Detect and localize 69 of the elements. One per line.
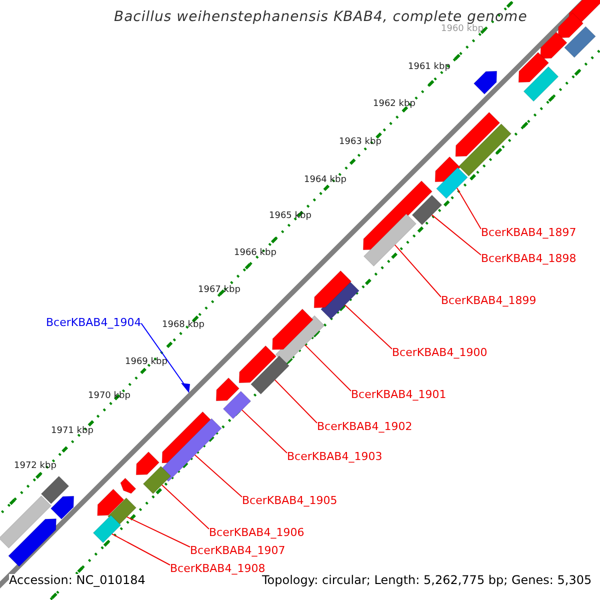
scale-label: 1965 kbp — [269, 211, 312, 222]
leader-line — [394, 244, 442, 298]
gene-label: BcerKBAB4_1905 — [242, 495, 338, 508]
scale-label: 1972 kbp — [14, 461, 56, 472]
gene-block — [8, 518, 56, 567]
gene-block — [558, 12, 584, 38]
gene-bar — [92, 514, 122, 544]
gene-bar — [222, 390, 252, 420]
gene-block — [568, 0, 600, 24]
gene-bar — [458, 124, 512, 176]
leader-line — [111, 533, 170, 566]
gene-block — [434, 156, 460, 182]
gene-block — [238, 346, 276, 384]
leader-line — [344, 304, 392, 350]
scale-label: 1968 kbp — [162, 320, 204, 330]
gene-label: BcerKBAB4_1899 — [441, 295, 536, 308]
leader-line — [126, 516, 190, 548]
leader-line — [241, 409, 288, 454]
gene-bar — [40, 476, 70, 504]
gene-label: BcerKBAB4_1907 — [190, 545, 286, 558]
scale-label: 1971 kbp — [51, 426, 94, 436]
leader-line — [304, 344, 352, 392]
gene-label: BcerKBAB4_1900 — [392, 347, 488, 360]
leader-line — [456, 187, 482, 230]
gene-label: BcerKBAB4_1903 — [287, 451, 382, 464]
leader-line — [161, 484, 210, 530]
scale-label: 1966 kbp — [234, 248, 276, 258]
gene-bar — [250, 356, 290, 394]
gene-block — [216, 378, 240, 402]
gene-bar — [142, 466, 172, 494]
gene-block — [540, 32, 568, 59]
scale-label: 1964 kbp — [304, 175, 346, 186]
gene-label: BcerKBAB4_1898 — [481, 253, 576, 266]
gene-marker — [181, 383, 190, 393]
gene-block — [455, 112, 500, 157]
gene-block — [314, 270, 352, 308]
gene-label: BcerKBAB4_1906 — [209, 527, 304, 540]
gene-block — [136, 452, 160, 476]
scale-label: 1961 kbp — [408, 62, 450, 72]
gene-block — [474, 70, 498, 94]
gene-label: BcerKBAB4_1908 — [170, 563, 266, 576]
gene-bar — [523, 66, 559, 102]
gene-label: BcerKBAB4_1901 — [351, 389, 446, 402]
gene-block — [362, 180, 432, 250]
diagram-title: Bacillus weihenstephanensis KBAB4, complete genome — [114, 9, 528, 25]
leader-line — [274, 379, 318, 424]
gene-block — [518, 52, 549, 83]
gene-label: BcerKBAB4_1897 — [481, 227, 576, 240]
leader-line — [194, 454, 242, 498]
leader-line — [431, 214, 482, 256]
gene-block — [120, 478, 136, 494]
gene-label: BcerKBAB4_1902 — [317, 421, 412, 434]
gene-bar — [0, 496, 52, 548]
footer-text: Accession: NC_010184 — [9, 574, 146, 588]
footer-text: Topology: circular; Length: 5,262,775 bp; Genes: 5,305 — [262, 574, 592, 588]
gene-bar — [564, 26, 596, 58]
gene-block — [272, 308, 314, 350]
gene-bar — [436, 167, 468, 199]
gene-label: BcerKBAB4_1904 — [46, 317, 142, 330]
scale-label: 1967 kbp — [198, 285, 240, 296]
gene-block — [97, 488, 124, 516]
gene-bar — [364, 214, 416, 266]
gene-block — [50, 496, 74, 520]
scale-label: 1963 kbp — [339, 137, 382, 148]
scale-label: 1969 kbp — [125, 357, 168, 368]
gene-bar — [412, 194, 442, 226]
scale-label: 1960 kbp — [441, 24, 484, 34]
scale-label: 1962 kbp — [373, 99, 416, 110]
leader-line — [140, 322, 184, 384]
